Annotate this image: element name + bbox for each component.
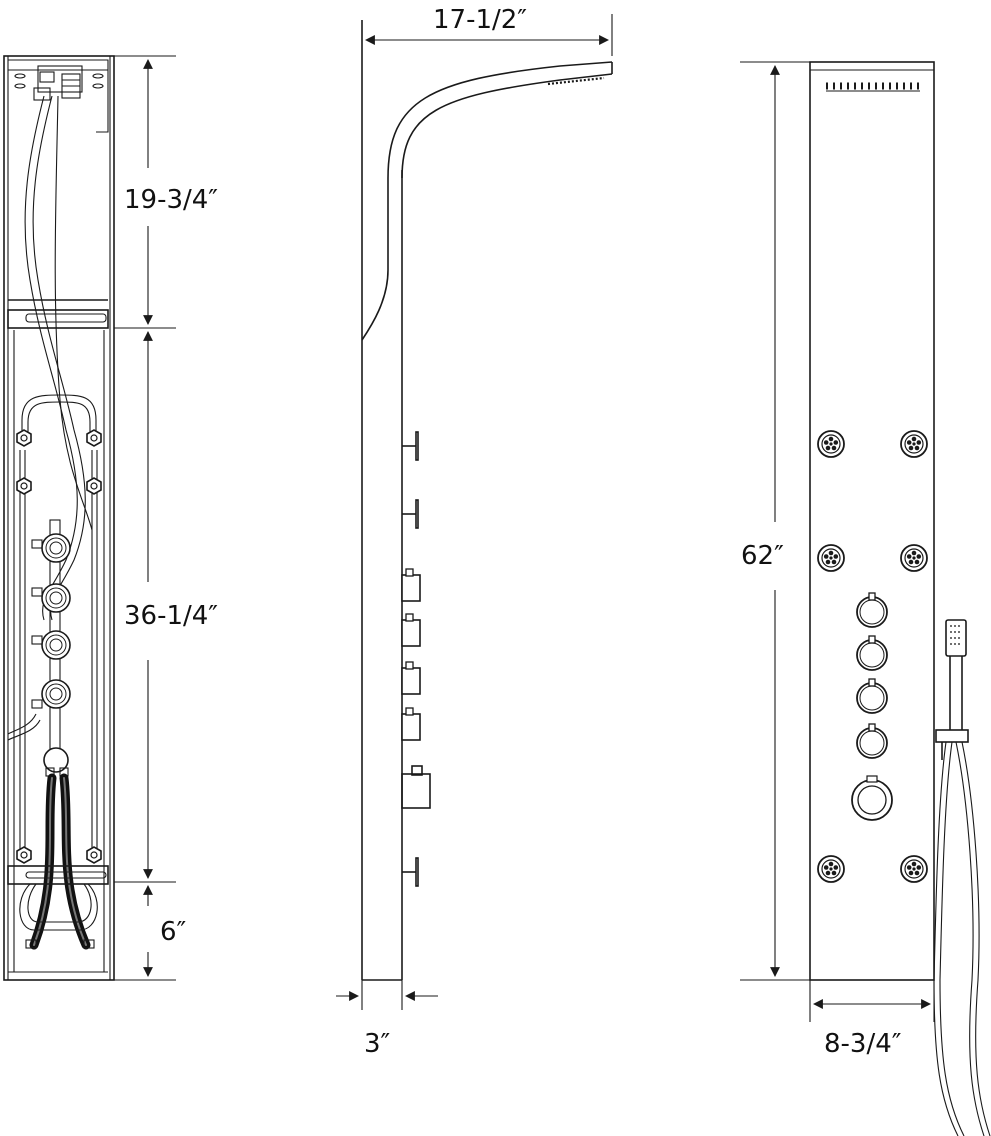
side-profile-view	[361, 20, 613, 981]
hand-shower	[933, 619, 991, 1136]
side-jet-3	[402, 857, 419, 887]
side-thermostat	[401, 765, 431, 809]
dim-panel-width: 8-3/4″	[824, 1029, 902, 1059]
dim-panel-height: 62″	[741, 541, 784, 571]
right-dimension-lines	[740, 61, 935, 1022]
front-view	[809, 61, 991, 1136]
dim-showerhead-reach: 17-1/2″	[433, 5, 527, 35]
dim-top-section: 19-3/4″	[124, 185, 218, 215]
dim-panel-depth: 3″	[364, 1029, 391, 1059]
dim-middle-section: 36-1/4″	[124, 601, 218, 631]
rear-internal-view	[3, 55, 115, 981]
dim-bottom-section: 6″	[160, 917, 187, 947]
middle-dimension-lines	[336, 14, 613, 1010]
side-jet-2	[402, 499, 419, 529]
front-thermostat	[851, 775, 893, 821]
left-dimension-lines	[114, 55, 176, 981]
side-jet-1	[402, 431, 419, 461]
